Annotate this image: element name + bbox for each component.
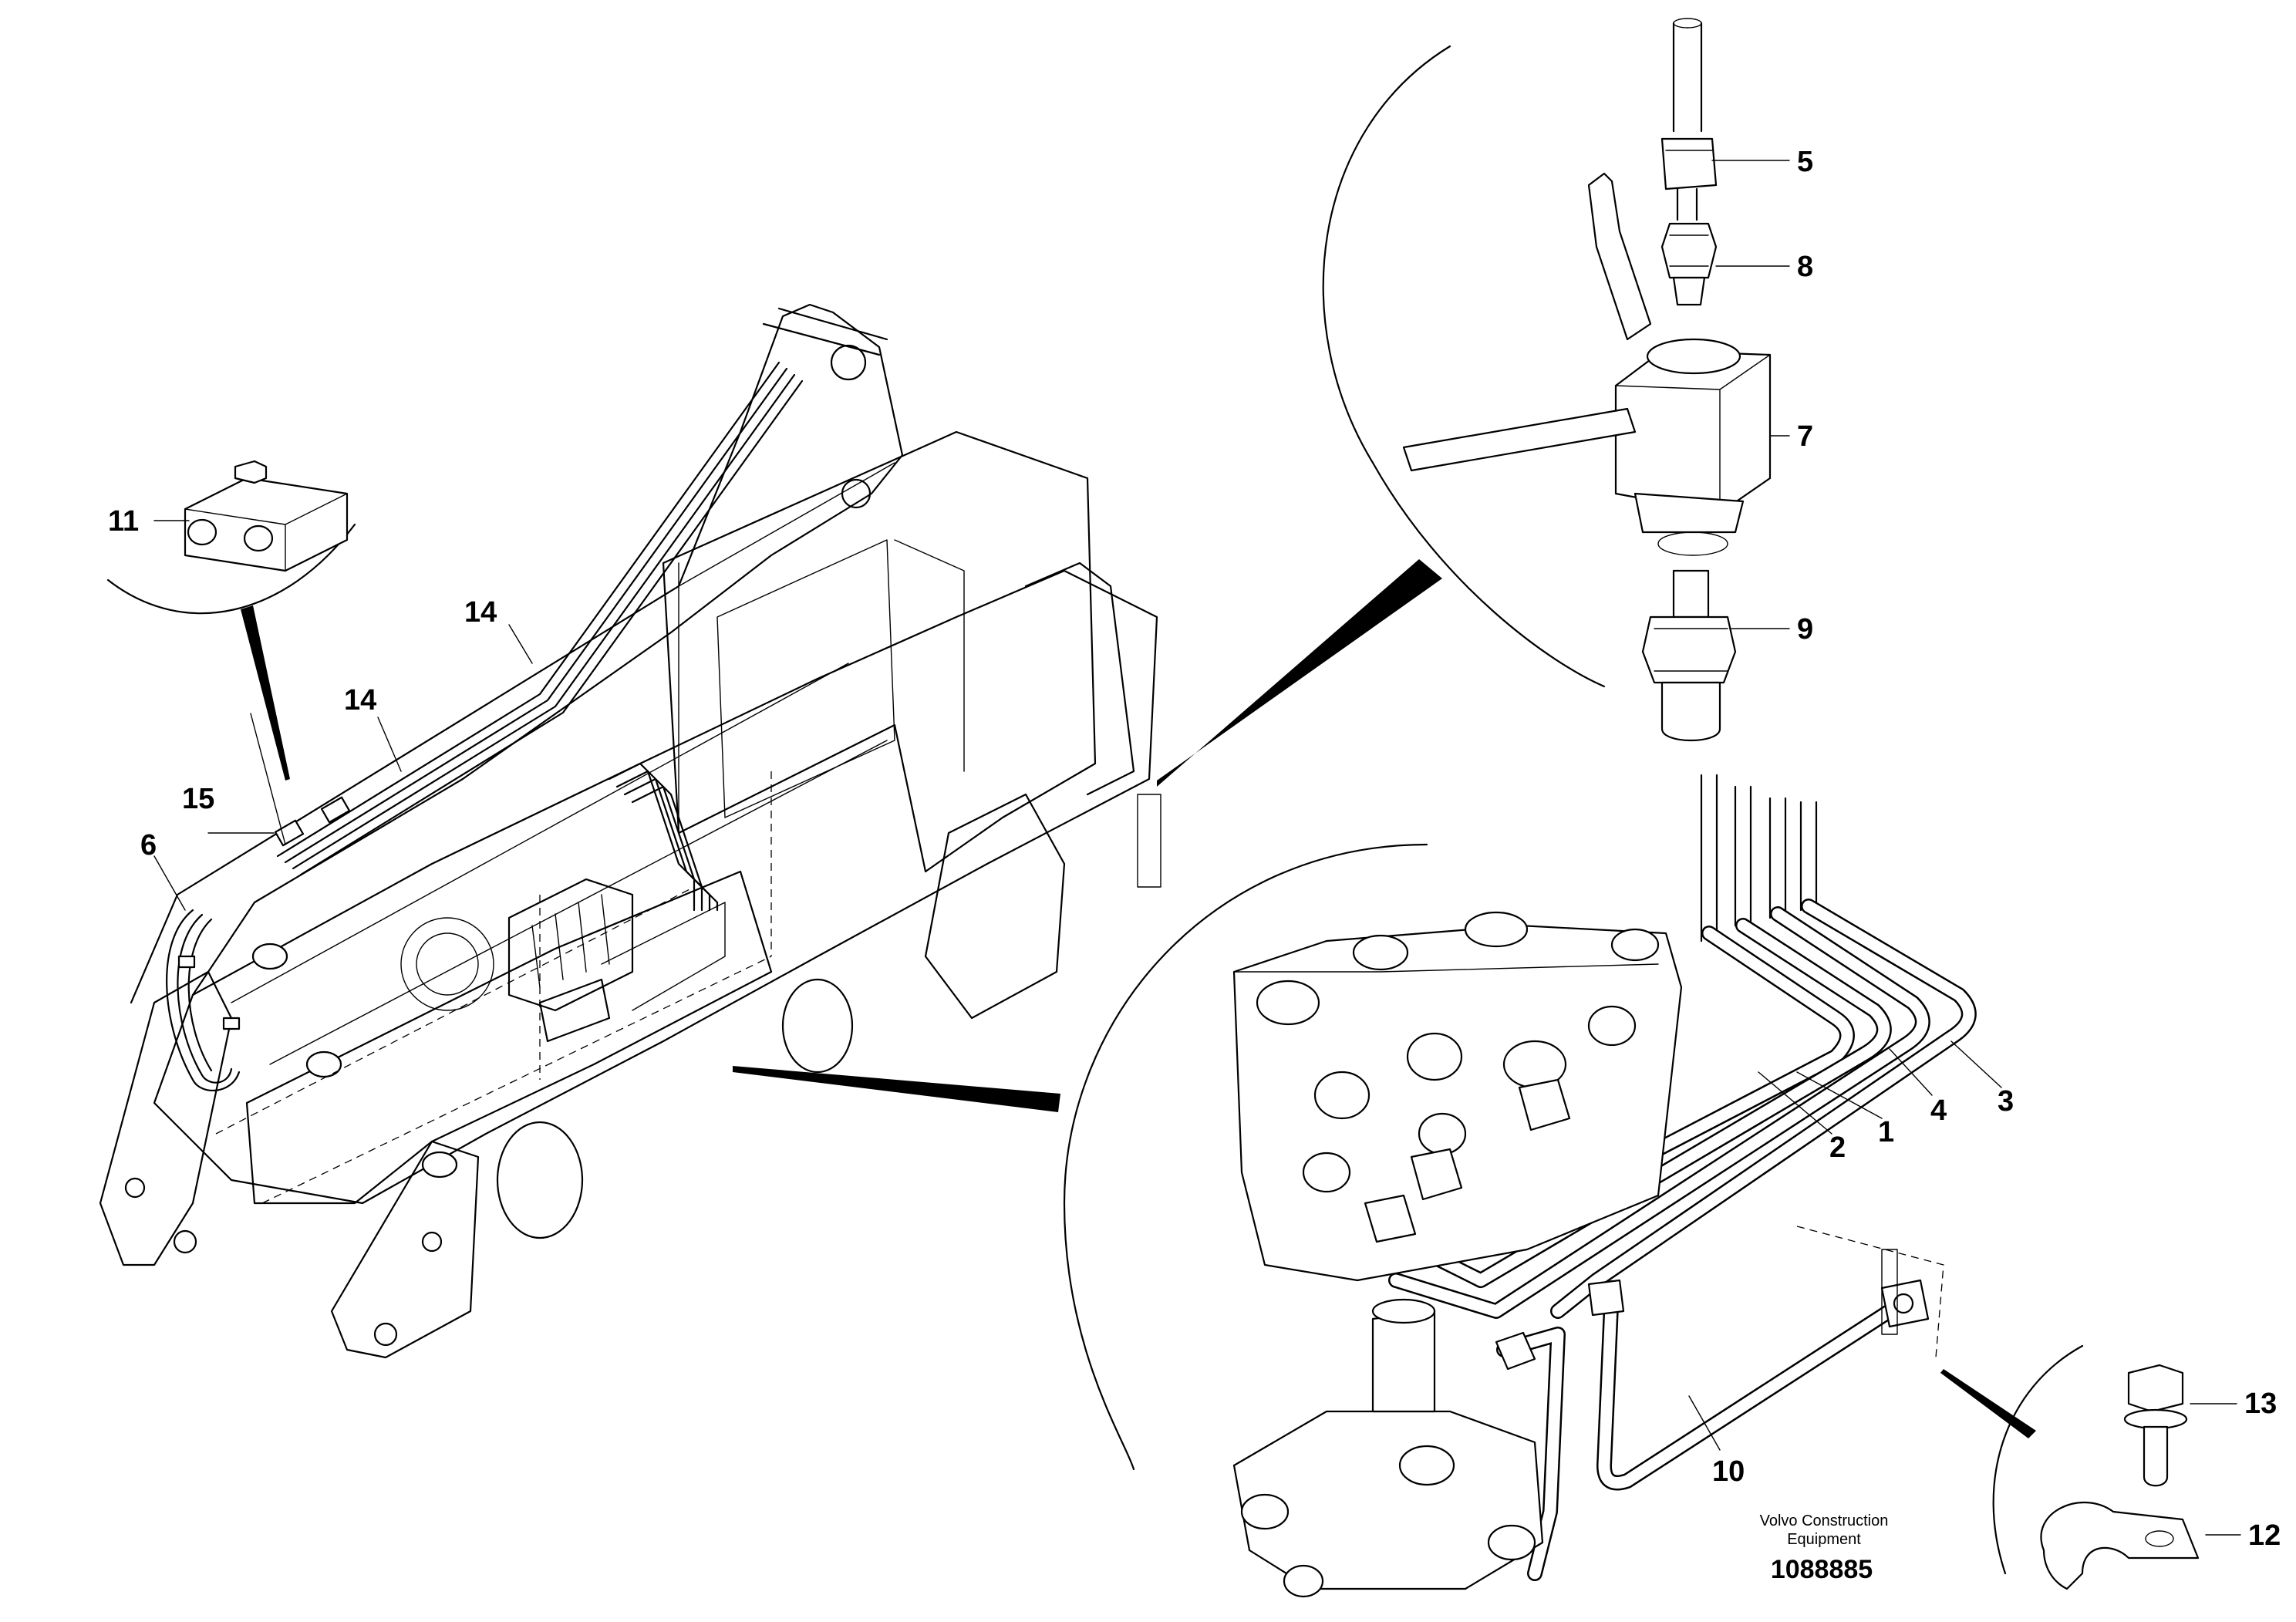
detail-circle-left xyxy=(106,523,356,781)
callout-9: 9 xyxy=(1797,613,1813,646)
detail-circle-small xyxy=(1940,1344,2084,1575)
callout-13: 13 xyxy=(2244,1388,2277,1420)
callout-3: 3 xyxy=(1998,1085,2014,1118)
callout-4: 4 xyxy=(1930,1094,1947,1127)
callout-12: 12 xyxy=(2248,1519,2281,1552)
callout-8: 8 xyxy=(1797,251,1813,283)
callout-2: 2 xyxy=(1829,1131,1846,1164)
callout-5: 5 xyxy=(1797,146,1813,178)
callout-15: 15 xyxy=(182,783,214,815)
leader-lines xyxy=(153,160,2241,1536)
credit-line-2: Equipment xyxy=(1787,1531,1861,1548)
bolt-and-clamp xyxy=(2040,1364,2200,1590)
callout-labels: 5 8 7 9 11 14 14 15 6 2 1 4 3 10 13 12 xyxy=(108,146,2281,1552)
detail-circle-upper xyxy=(1157,45,1606,787)
callout-14-upper: 14 xyxy=(464,596,497,629)
valve-pipe-assembly xyxy=(1232,774,1977,1598)
callout-6: 6 xyxy=(140,829,157,862)
detail-circle-lower xyxy=(733,843,1428,1471)
sensor-assembly xyxy=(1402,18,1772,741)
callout-7: 7 xyxy=(1797,420,1813,453)
callout-10: 10 xyxy=(1712,1455,1745,1488)
clamp-block xyxy=(184,460,349,572)
callout-11: 11 xyxy=(108,505,139,538)
callout-1: 1 xyxy=(1878,1116,1894,1148)
document-number: 1088885 xyxy=(1771,1555,1873,1584)
machine-frame xyxy=(99,303,1161,1359)
callout-14-lower: 14 xyxy=(344,684,376,717)
credit-block: Volvo Construction Equipment 1088885 xyxy=(1760,1512,1889,1584)
credit-line-1: Volvo Construction xyxy=(1760,1512,1889,1529)
